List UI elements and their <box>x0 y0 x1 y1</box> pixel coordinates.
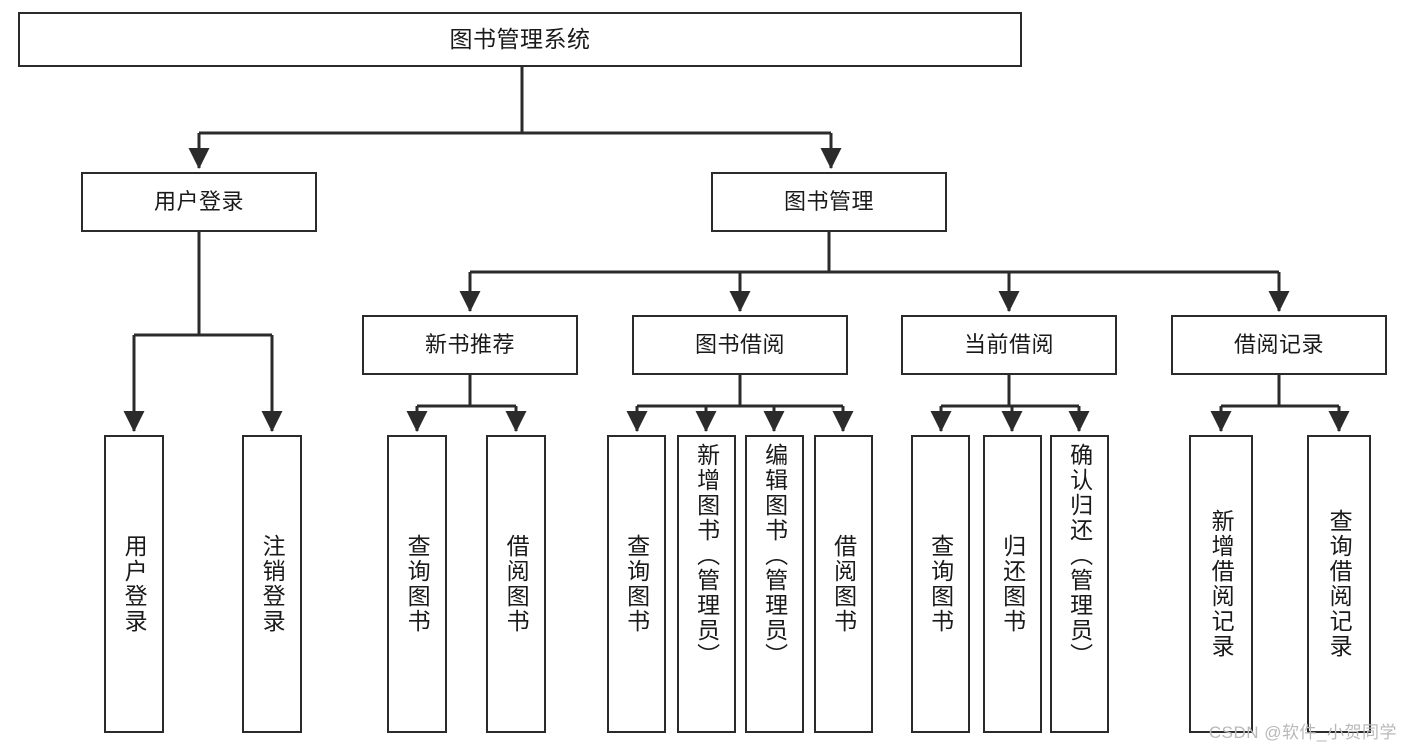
node-leaf-borrow-book[interactable]: 借阅图书 <box>814 435 873 733</box>
node-label: 编辑图书（管理员） <box>761 443 788 668</box>
node-borrowing-records[interactable]: 借阅记录 <box>1171 315 1387 375</box>
node-leaf-return-book[interactable]: 归还图书 <box>983 435 1042 733</box>
edge-borrowrecord-to-leaves <box>1210 375 1350 433</box>
node-label: 图书借阅 <box>694 332 785 358</box>
node-label: 图书管理 <box>783 189 874 215</box>
node-label: 确认归还（管理员） <box>1066 443 1093 668</box>
node-current-borrowing[interactable]: 当前借阅 <box>901 315 1117 375</box>
node-new-book-recommendation[interactable]: 新书推荐 <box>362 315 578 375</box>
node-leaf-edit-book-admin[interactable]: 编辑图书（管理员） <box>745 435 804 733</box>
node-leaf-query-book-current[interactable]: 查询图书 <box>911 435 970 733</box>
node-label: 新书推荐 <box>424 332 515 358</box>
node-label: 用户登录 <box>121 534 148 634</box>
node-user-login[interactable]: 用户登录 <box>81 172 317 232</box>
node-leaf-confirm-return-admin[interactable]: 确认归还（管理员） <box>1050 435 1109 733</box>
edge-bookmanage-to-level3 <box>459 232 1290 313</box>
node-label: 注销登录 <box>259 534 286 634</box>
node-book-borrowing[interactable]: 图书借阅 <box>632 315 848 375</box>
edge-root-to-level2 <box>188 67 842 170</box>
node-label: 归还图书 <box>999 534 1026 634</box>
node-label: 新增图书（管理员） <box>693 443 720 668</box>
node-book-management-system[interactable]: 图书管理系统 <box>18 12 1022 67</box>
node-label: 查询借阅记录 <box>1326 509 1353 659</box>
node-label: 用户登录 <box>153 189 244 215</box>
watermark-text: CSDN @软件_小贺同学 <box>1208 723 1397 742</box>
node-label: 查询图书 <box>623 534 650 634</box>
node-label: 当前借阅 <box>963 332 1054 358</box>
edge-userlogin-to-leaves <box>123 232 283 433</box>
node-leaf-add-book-admin[interactable]: 新增图书（管理员） <box>677 435 736 733</box>
edge-currentborrow-to-leaves <box>930 375 1090 433</box>
node-leaf-query-borrow-record[interactable]: 查询借阅记录 <box>1307 435 1371 733</box>
node-leaf-borrow-book-new[interactable]: 借阅图书 <box>486 435 546 733</box>
node-label: 借阅图书 <box>830 534 857 634</box>
node-leaf-user-login[interactable]: 用户登录 <box>104 435 164 733</box>
node-label: 图书管理系统 <box>449 25 591 52</box>
node-leaf-add-borrow-record[interactable]: 新增借阅记录 <box>1189 435 1253 733</box>
node-leaf-query-book-borrow[interactable]: 查询图书 <box>607 435 666 733</box>
node-label: 借阅记录 <box>1233 332 1324 358</box>
edge-newbook-to-leaves <box>406 375 527 433</box>
node-label: 查询图书 <box>404 534 431 634</box>
node-book-management[interactable]: 图书管理 <box>711 172 947 232</box>
node-leaf-user-logout[interactable]: 注销登录 <box>242 435 302 733</box>
node-label: 借阅图书 <box>503 534 530 634</box>
node-leaf-query-book-new[interactable]: 查询图书 <box>387 435 447 733</box>
node-label: 查询图书 <box>927 534 954 634</box>
node-label: 新增借阅记录 <box>1208 509 1235 659</box>
edge-bookborrow-to-leaves <box>626 375 854 433</box>
